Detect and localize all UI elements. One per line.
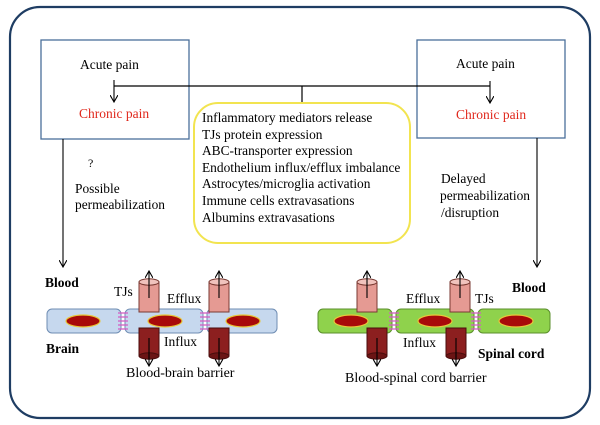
- possible-label: Possible: [75, 181, 120, 196]
- disruption-label: /disruption: [441, 205, 500, 220]
- blood-brain-barrier-graphic: [46, 272, 278, 365]
- inflammatory-mechanisms-list: Inflammatory mediators release TJs prote…: [202, 110, 400, 226]
- cell-nucleus: [417, 314, 453, 328]
- brain-influx-label: Influx: [164, 334, 197, 349]
- mechanism-item: TJs protein expression: [202, 126, 323, 142]
- mechanism-item: Albumins extravasations: [202, 209, 335, 225]
- tight-junction: [118, 312, 128, 330]
- cell-nucleus: [65, 314, 101, 328]
- spinal-side-label: Spinal cord: [478, 346, 545, 361]
- right-pain-box: [416, 39, 566, 139]
- cell-nucleus: [147, 314, 183, 328]
- spinal-tj-label: TJs: [475, 291, 494, 306]
- tight-junction: [200, 312, 210, 330]
- brain-blood-label: Blood: [45, 275, 79, 290]
- right-chronic-pain-label: Chronic pain: [456, 107, 527, 122]
- left-chronic-pain-label: Chronic pain: [79, 106, 150, 121]
- brain-efflux-label: Efflux: [167, 291, 202, 306]
- tight-junction: [471, 312, 481, 330]
- cell-nucleus: [225, 314, 261, 328]
- blood-brain-barrier-caption: Blood-brain barrier: [126, 366, 235, 381]
- left-acute-pain-label: Acute pain: [80, 57, 139, 72]
- cell-nucleus: [498, 314, 534, 328]
- left-pain-box: [40, 39, 190, 140]
- mechanism-item: Immune cells extravasations: [202, 192, 355, 208]
- center-box: [193, 102, 411, 244]
- cell-nucleus: [333, 314, 369, 328]
- mechanism-item: Inflammatory mediators release: [202, 110, 373, 125]
- brain-side-label: Brain: [46, 341, 80, 356]
- question-mark: ?: [88, 156, 94, 170]
- delayed-permeabilization-label: permeabilization: [440, 188, 530, 203]
- spinal-efflux-label: Efflux: [406, 291, 441, 306]
- tight-junction: [389, 312, 399, 330]
- mechanism-item: Endothelium influx/efflux imbalance: [202, 159, 401, 175]
- mechanism-item: Astrocytes/microglia activation: [202, 176, 371, 192]
- right-acute-pain-label: Acute pain: [456, 56, 515, 71]
- mechanism-item: ABC-transporter expression: [202, 143, 353, 159]
- permeabilization-label: permeabilization: [75, 197, 165, 212]
- blood-spinal-cord-barrier-caption: Blood-spinal cord barrier: [345, 371, 487, 386]
- blood-spinal-cord-barrier-graphic: [317, 272, 551, 365]
- spinal-influx-label: Influx: [403, 335, 436, 350]
- delayed-label: Delayed: [441, 171, 486, 186]
- spinal-blood-label: Blood: [512, 280, 546, 295]
- brain-tj-label: TJs: [114, 284, 133, 299]
